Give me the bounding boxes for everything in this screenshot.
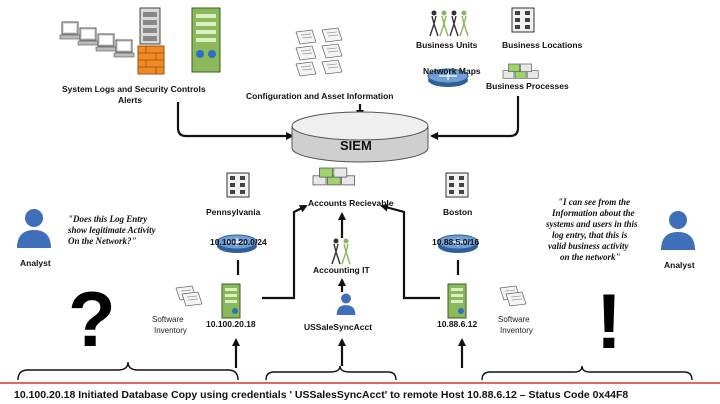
business-processes-label: Business Processes bbox=[486, 81, 569, 91]
left-host-server-icon bbox=[221, 283, 241, 319]
accounting-it-icon bbox=[331, 237, 351, 265]
right-location-label: Boston bbox=[443, 207, 472, 217]
business-units-label: Business Units bbox=[416, 40, 478, 50]
config-documents-icon bbox=[295, 27, 343, 77]
left-brace bbox=[17, 361, 239, 381]
right-quote-line-2: Information about the bbox=[551, 208, 635, 218]
right-quote-line-1: "I can see from the bbox=[558, 197, 630, 207]
right-quote-line-4: log entry, that this is bbox=[552, 230, 628, 240]
configuration-label: Configuration and Asset Information bbox=[246, 91, 394, 101]
left-quote-line-1: "Does this Log Entry bbox=[68, 214, 148, 224]
right-subnet-label: 10.88.5.0/16 bbox=[432, 237, 480, 247]
workstations-icon bbox=[59, 21, 135, 58]
left-analyst-quote: "Does this Log Entry show legitimate Act… bbox=[67, 214, 157, 246]
right-analyst-icon bbox=[661, 211, 695, 250]
right-analyst-quote: "I can see from the Information about th… bbox=[545, 197, 638, 262]
accounts-receivable-icon bbox=[312, 167, 355, 186]
right-host-server-icon bbox=[447, 283, 467, 319]
middle-brace bbox=[265, 365, 397, 381]
service-account-label: USSaleSyncAcct bbox=[304, 322, 372, 332]
business-units-icon bbox=[429, 9, 469, 37]
left-quote-line-3: On the Network?" bbox=[68, 236, 137, 246]
business-locations-icon bbox=[511, 7, 535, 33]
alerts-label: Alerts bbox=[118, 95, 142, 105]
question-mark: ? bbox=[68, 275, 116, 363]
left-inventory-label-1: Software bbox=[152, 315, 184, 324]
right-inventory-icon bbox=[499, 285, 527, 307]
firewall-icon bbox=[137, 45, 165, 75]
system-logs-label: System Logs and Security Controls bbox=[62, 84, 206, 94]
log-entry-text: 10.100.20.18 Initiated Database Copy usi… bbox=[14, 389, 628, 401]
network-maps-label: Network Maps bbox=[423, 66, 481, 76]
left-inventory-label-2: Inventory bbox=[154, 326, 187, 335]
server-rack-icon bbox=[139, 7, 161, 45]
service-account-icon bbox=[336, 293, 356, 315]
boston-building-icon bbox=[445, 172, 469, 198]
left-analyst-icon bbox=[17, 209, 51, 248]
right-inventory-label-2: Inventory bbox=[500, 326, 533, 335]
pennsylvania-building-icon bbox=[226, 172, 250, 198]
siem-label: SIEM bbox=[340, 138, 372, 153]
right-brace bbox=[481, 365, 693, 381]
right-analyst-label: Analyst bbox=[664, 260, 695, 270]
accounts-receivable-label: Accounts Recievable bbox=[308, 198, 394, 208]
business-to-siem-arrow bbox=[430, 96, 520, 140]
left-analyst-label: Analyst bbox=[20, 258, 51, 268]
right-host-to-accounts-arrow bbox=[380, 203, 440, 300]
left-inventory-icon bbox=[175, 285, 203, 307]
accounting-it-label: Accounting IT bbox=[313, 265, 370, 275]
left-location-label: Pennsylvania bbox=[206, 207, 261, 217]
right-inventory-label-1: Software bbox=[498, 315, 530, 324]
right-host-label: 10.88.6.12 bbox=[437, 319, 477, 329]
logs-to-siem-arrow bbox=[176, 102, 294, 140]
left-host-label: 10.100.20.18 bbox=[206, 319, 256, 329]
business-processes-icon bbox=[502, 63, 539, 79]
security-appliance-icon bbox=[191, 7, 221, 73]
right-quote-line-5: valid business activity bbox=[548, 241, 630, 251]
business-locations-label: Business Locations bbox=[502, 40, 583, 50]
right-quote-line-6: on the network" bbox=[560, 252, 621, 262]
left-subnet-label: 10.100.20.0/24 bbox=[210, 237, 267, 247]
exclamation-mark: ! bbox=[596, 277, 622, 365]
left-host-to-accounts-arrow bbox=[262, 205, 308, 300]
right-quote-line-3: systems and users in this bbox=[545, 219, 638, 229]
left-quote-line-2: show legitimate Activity bbox=[67, 225, 157, 235]
siem-database-icon bbox=[291, 111, 429, 163]
